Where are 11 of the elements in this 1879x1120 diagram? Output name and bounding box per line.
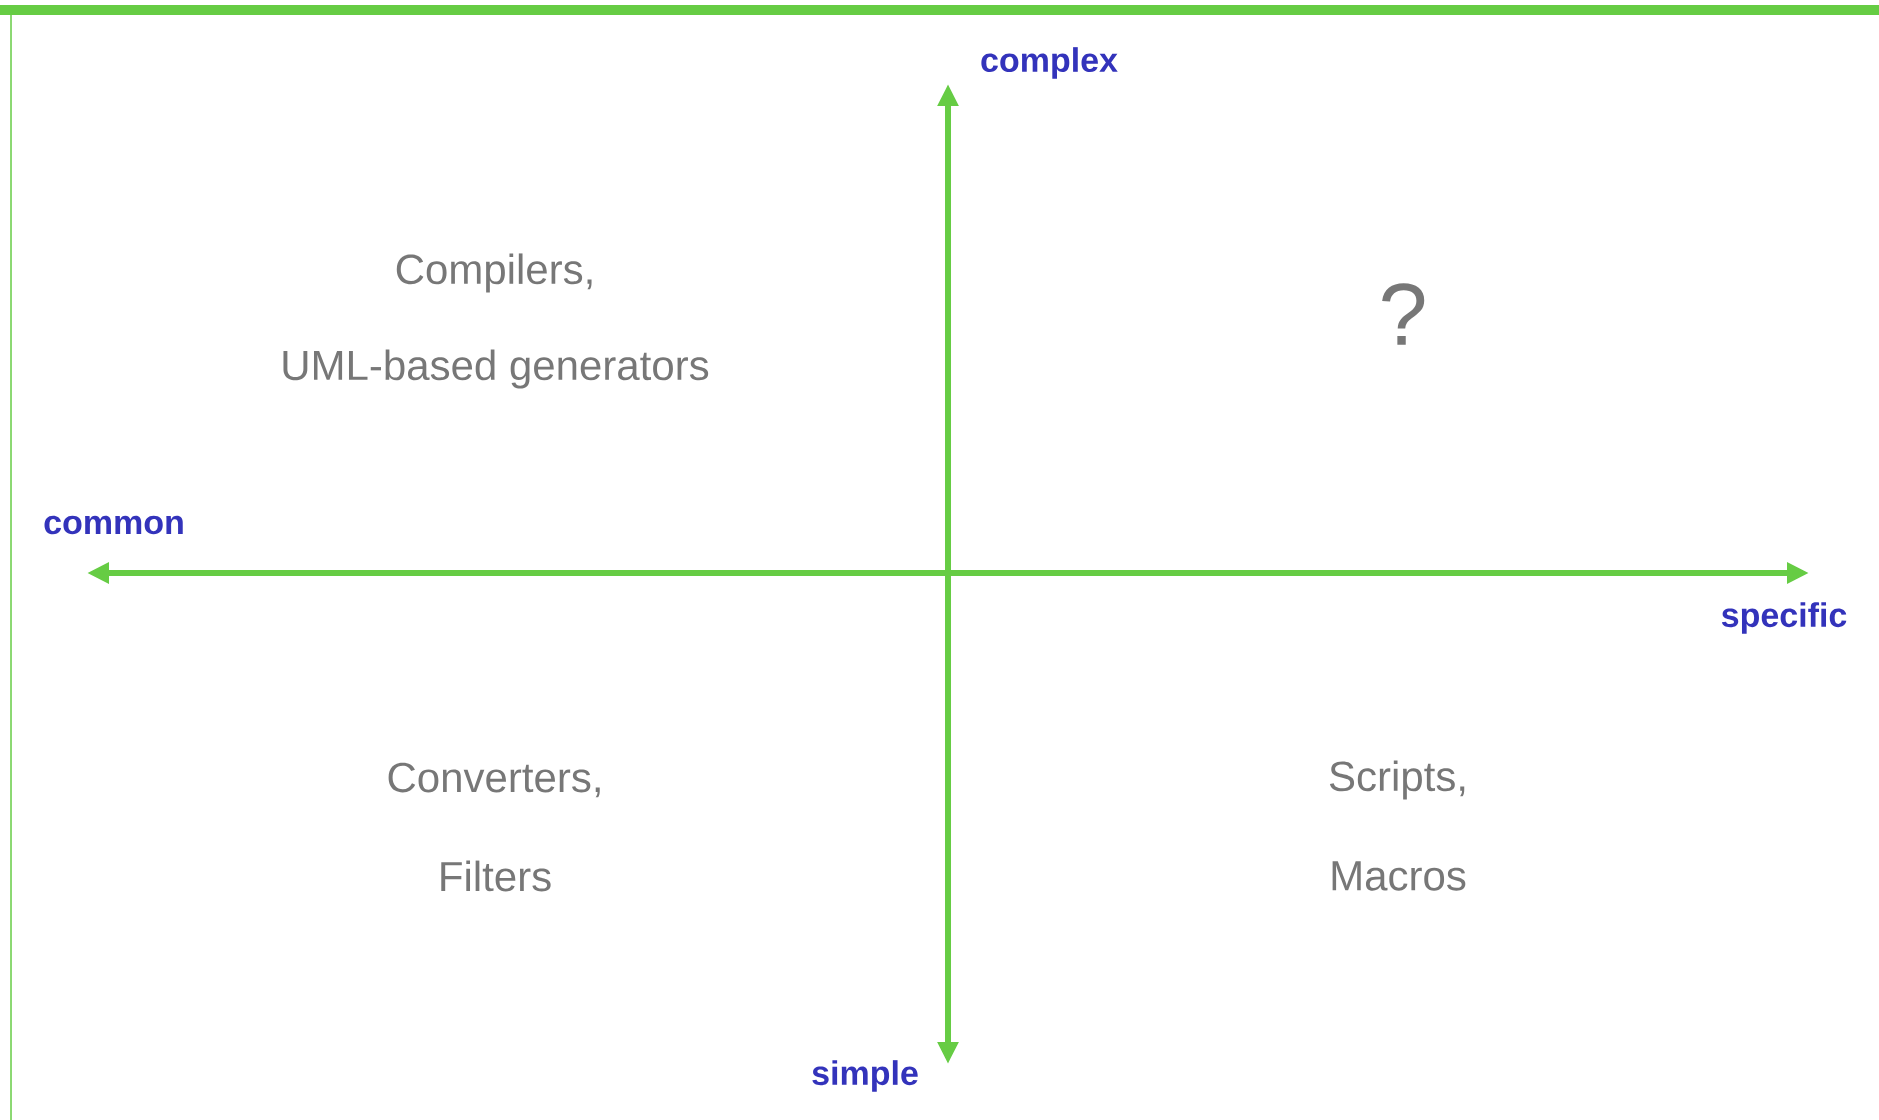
axis-label: complex <box>981 47 1118 79</box>
question-mark: ? <box>1382 283 1425 345</box>
quadrant-label: Macros <box>1332 861 1466 891</box>
axis-label: common <box>44 515 183 535</box>
quadrant-label: Converters, <box>388 762 600 798</box>
quadrant-label: Compilers, <box>396 253 592 293</box>
quadrant-label: Scripts, <box>1329 760 1465 800</box>
quadrant-label: UML-based generators <box>283 349 709 389</box>
axis-label: specific <box>1721 602 1847 634</box>
axis-label: simple <box>812 1060 918 1092</box>
quadrant-label: Filters <box>441 860 551 892</box>
